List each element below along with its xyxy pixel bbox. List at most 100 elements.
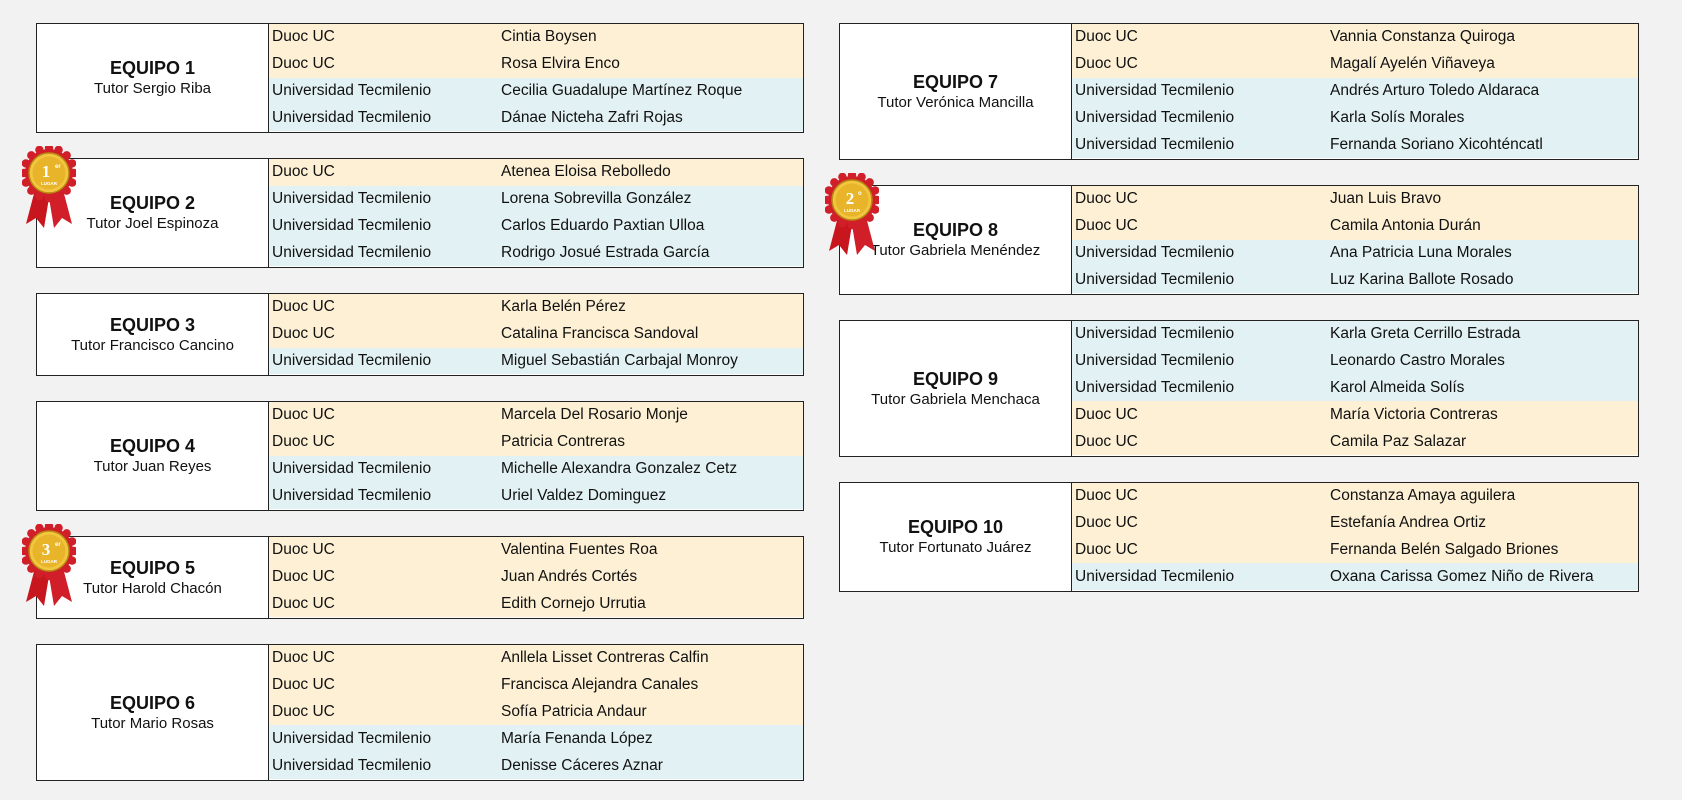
member-row: Universidad Tecmilenio Lorena Sobrevilla … xyxy=(269,185,803,213)
team-name: EQUIPO 6 xyxy=(109,692,196,713)
svg-text:LUGAR: LUGAR xyxy=(844,208,861,213)
team-tutor: Tutor Mario Rosas xyxy=(91,714,214,732)
member-university: Universidad Tecmilenio xyxy=(272,216,432,234)
member-university: Duoc UC xyxy=(272,298,335,316)
team-tutor: Tutor Harold Chacón xyxy=(83,579,222,597)
member-name: Patricia Contreras xyxy=(501,433,626,451)
member-row: Duoc UC Karla Belén Pérez xyxy=(269,294,803,321)
member-university: Duoc UC xyxy=(1075,487,1138,505)
member-name: Fernanda Belén Salgado Briones xyxy=(1330,540,1559,558)
member-row: Duoc UC Magalí Ayelén Viñaveya xyxy=(1072,50,1638,78)
svg-text:2: 2 xyxy=(846,189,855,208)
member-name: Juan Luis Bravo xyxy=(1330,190,1442,208)
member-name: Carlos Eduardo Paxtian Ulloa xyxy=(501,216,705,234)
member-name: Leonardo Castro Morales xyxy=(1330,352,1505,370)
member-university: Duoc UC xyxy=(1075,540,1138,558)
member-university: Duoc UC xyxy=(1075,28,1138,46)
member-university: Universidad Tecmilenio xyxy=(272,81,432,99)
svg-text:LUGAR: LUGAR xyxy=(41,559,58,564)
member-university: Universidad Tecmilenio xyxy=(1075,567,1235,585)
member-name: Ana Patricia Luna Morales xyxy=(1330,243,1512,261)
team-tutor: Tutor Sergio Riba xyxy=(94,80,211,98)
member-university: Duoc UC xyxy=(1075,55,1138,73)
member-name: Edith Cornejo Urrutia xyxy=(501,594,646,612)
svg-text:LUGAR: LUGAR xyxy=(41,181,58,186)
team-name: EQUIPO 9 xyxy=(912,368,999,389)
member-list: Universidad Tecmilenio Karla Greta Cerril… xyxy=(1072,321,1638,456)
member-row: Duoc UC Edith Cornejo Urrutia xyxy=(269,590,803,618)
team-name: EQUIPO 2 xyxy=(109,193,196,214)
member-university: Duoc UC xyxy=(272,702,335,720)
team-name: EQUIPO 5 xyxy=(109,557,196,578)
member-row: Universidad Tecmilenio Leonardo Castro Mo… xyxy=(1072,347,1638,375)
member-row: Duoc UC Patricia Contreras xyxy=(269,428,803,456)
member-name: Lorena Sobrevilla González xyxy=(501,190,692,208)
member-name: Magalí Ayelén Viñaveya xyxy=(1330,55,1495,73)
member-university: Duoc UC xyxy=(272,28,335,46)
member-university: Universidad Tecmilenio xyxy=(1075,81,1235,99)
member-university: Universidad Tecmilenio xyxy=(272,459,432,477)
member-university: Duoc UC xyxy=(272,406,335,424)
svg-text:3: 3 xyxy=(42,540,51,559)
member-name: Juan Andrés Cortés xyxy=(501,568,638,586)
member-name: Karla Greta Cerrillo Estrada xyxy=(1330,325,1521,343)
team-tutor: Tutor Juan Reyes xyxy=(93,458,212,476)
member-university: Universidad Tecmilenio xyxy=(272,190,432,208)
member-name: Miguel Sebastián Carbajal Monroy xyxy=(501,351,738,369)
svg-text:o: o xyxy=(858,191,862,197)
member-name: Andrés Arturo Toledo Aldaraca xyxy=(1330,81,1540,99)
member-name: Karla Belén Pérez xyxy=(501,298,626,316)
team-tutor: Tutor Joel Espinoza xyxy=(86,215,219,233)
member-university: Duoc UC xyxy=(272,594,335,612)
member-university: Universidad Tecmilenio xyxy=(1075,325,1235,343)
team-name: EQUIPO 10 xyxy=(907,517,1004,538)
member-name: Fernanda Soriano Xicohténcatl xyxy=(1330,135,1543,153)
member-university: Duoc UC xyxy=(1075,514,1138,532)
member-university: Universidad Tecmilenio xyxy=(1075,378,1235,396)
member-university: Universidad Tecmilenio xyxy=(1075,352,1235,370)
member-university: Universidad Tecmilenio xyxy=(1075,108,1235,126)
svg-text:1: 1 xyxy=(42,162,51,181)
member-university: Duoc UC xyxy=(272,433,335,451)
member-university: Universidad Tecmilenio xyxy=(1075,270,1235,288)
member-university: Duoc UC xyxy=(272,568,335,586)
team-name: EQUIPO 7 xyxy=(912,71,999,92)
member-row: Duoc UC Juan Andrés Cortés xyxy=(269,563,803,591)
medal-icon: 3 er LUGAR xyxy=(22,524,76,610)
member-university: Duoc UC xyxy=(272,541,335,559)
member-university: Universidad Tecmilenio xyxy=(272,108,432,126)
member-name: Luz Karina Ballote Rosado xyxy=(1330,270,1514,288)
member-name: Rodrigo Josué Estrada García xyxy=(501,243,710,261)
team-name: EQUIPO 8 xyxy=(912,220,999,241)
member-row: Universidad Tecmilenio Andrés Arturo Tole… xyxy=(1072,77,1638,105)
team-tutor: Tutor Gabriela Menchaca xyxy=(871,390,1040,408)
medal-icon: 1 er LUGAR xyxy=(22,146,76,232)
